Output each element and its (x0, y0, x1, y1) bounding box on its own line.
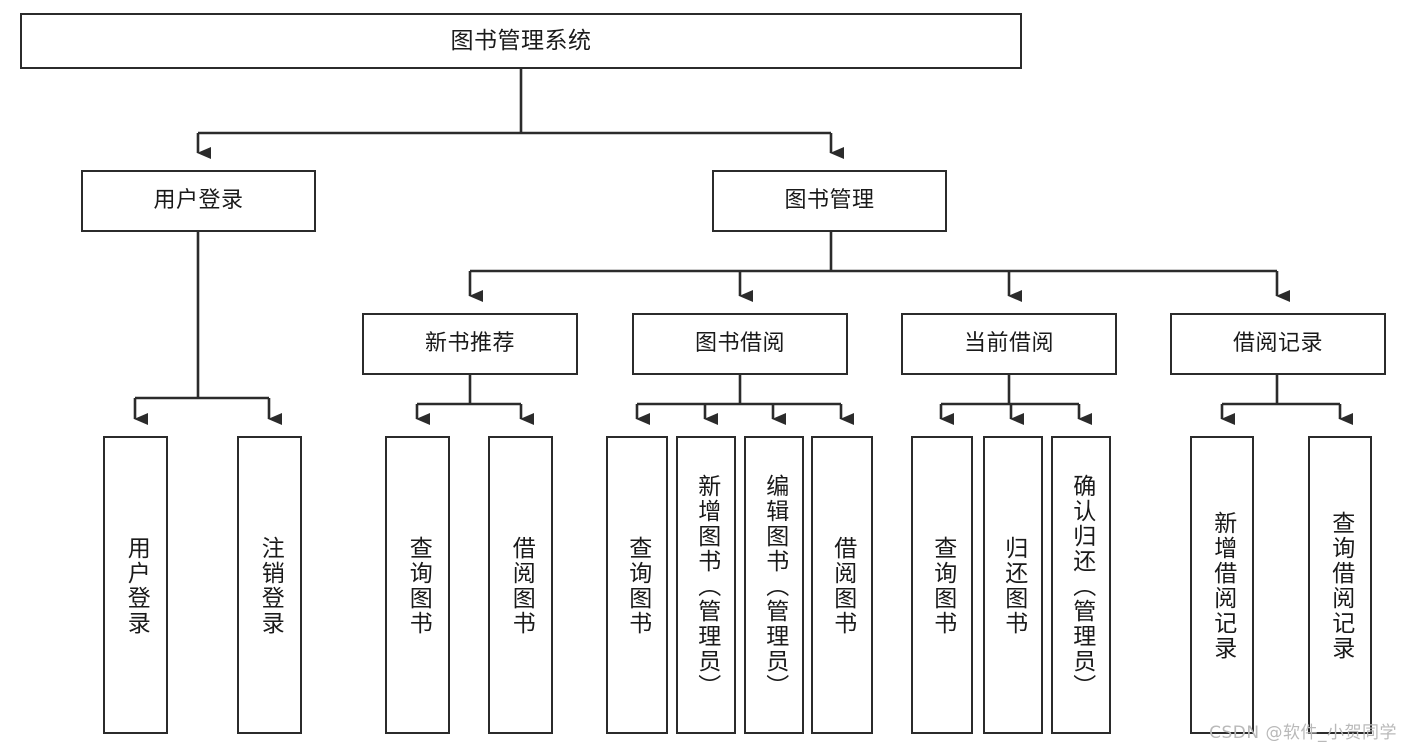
node-current-borrow[interactable]: 当前借阅 (901, 313, 1117, 375)
leaf-query-book-borrow[interactable]: 查询图书 (606, 436, 668, 734)
node-root[interactable]: 图书管理系统 (20, 13, 1022, 69)
node-root-label: 图书管理系统 (450, 27, 592, 54)
leaf-borrow-book-label: 借阅图书 (829, 536, 856, 636)
leaf-logout-label: 注销登录 (257, 536, 284, 636)
leaf-query-book-new[interactable]: 查询图书 (385, 436, 450, 734)
leaf-query-book-borrow-label: 查询图书 (624, 536, 651, 636)
node-new-book-recommendation-label: 新书推荐 (424, 331, 515, 357)
leaf-borrow-book-new-label: 借阅图书 (508, 536, 535, 636)
leaf-add-book-admin-label: 新增图书（管理员） (693, 473, 720, 699)
leaf-logout[interactable]: 注销登录 (237, 436, 302, 734)
node-book-borrow[interactable]: 图书借阅 (632, 313, 848, 375)
leaf-add-borrow-record-label: 新增借阅记录 (1209, 511, 1236, 661)
leaf-return-book[interactable]: 归还图书 (983, 436, 1043, 734)
watermark-text: CSDN @软件_小贺同学 (1209, 723, 1397, 743)
leaf-confirm-return-admin-label: 确认归还（管理员） (1068, 473, 1095, 699)
leaf-query-book-current-label: 查询图书 (929, 536, 956, 636)
leaf-query-book-current[interactable]: 查询图书 (911, 436, 973, 734)
leaf-return-book-label: 归还图书 (1000, 536, 1027, 636)
node-borrow-records-label: 借阅记录 (1232, 331, 1323, 357)
node-user-login[interactable]: 用户登录 (81, 170, 316, 232)
node-current-borrow-label: 当前借阅 (963, 331, 1054, 357)
leaf-user-login-label: 用户登录 (123, 536, 150, 636)
leaf-edit-book-admin[interactable]: 编辑图书（管理员） (744, 436, 804, 734)
node-book-borrow-label: 图书借阅 (694, 331, 785, 357)
node-borrow-records[interactable]: 借阅记录 (1170, 313, 1386, 375)
node-book-management-label: 图书管理 (784, 188, 875, 214)
leaf-query-borrow-record[interactable]: 查询借阅记录 (1308, 436, 1372, 734)
node-book-management[interactable]: 图书管理 (712, 170, 947, 232)
leaf-confirm-return-admin[interactable]: 确认归还（管理员） (1051, 436, 1111, 734)
leaf-query-book-new-label: 查询图书 (405, 536, 432, 636)
leaf-edit-book-admin-label: 编辑图书（管理员） (761, 473, 788, 699)
leaf-user-login[interactable]: 用户登录 (103, 436, 168, 734)
leaf-add-book-admin[interactable]: 新增图书（管理员） (676, 436, 736, 734)
leaf-add-borrow-record[interactable]: 新增借阅记录 (1190, 436, 1254, 734)
leaf-borrow-book-new[interactable]: 借阅图书 (488, 436, 553, 734)
node-user-login-label: 用户登录 (153, 188, 244, 214)
node-new-book-recommendation[interactable]: 新书推荐 (362, 313, 578, 375)
leaf-query-borrow-record-label: 查询借阅记录 (1327, 511, 1354, 661)
leaf-borrow-book[interactable]: 借阅图书 (811, 436, 873, 734)
